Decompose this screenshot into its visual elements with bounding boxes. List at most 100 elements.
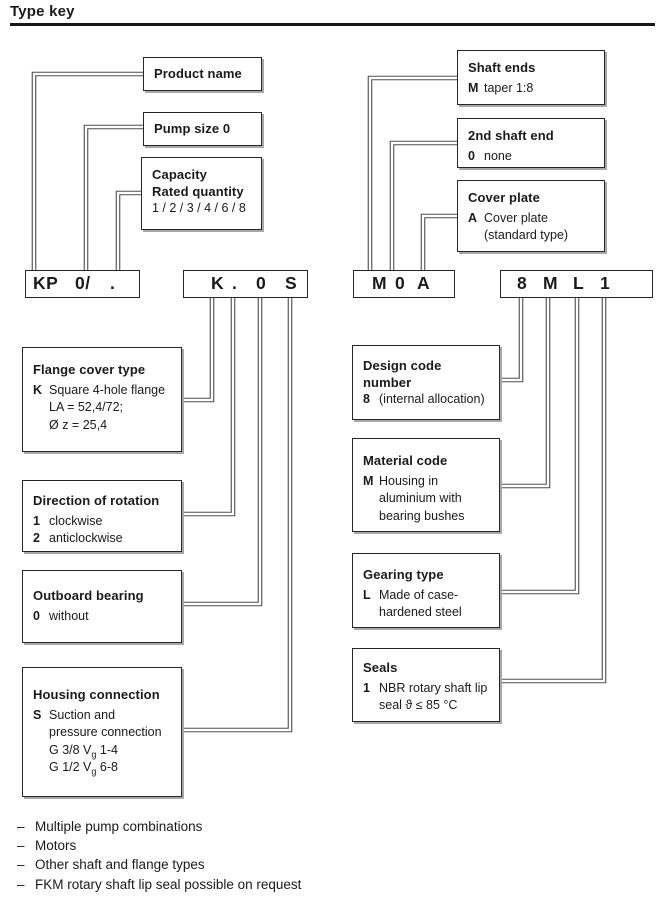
- code-letter: 1: [33, 513, 40, 528]
- box-product-name: Product name: [143, 57, 262, 91]
- code-seg-direction: .: [232, 273, 238, 293]
- connector-shaft-ends: [367, 75, 461, 276]
- code-letter: 1: [363, 680, 370, 695]
- note-item: –Multiple pump combinations: [17, 817, 301, 836]
- box-second-shaft-end-row: 0 none: [468, 148, 598, 166]
- code-desc: Cover plate: [484, 210, 548, 225]
- title-rule: [10, 23, 655, 26]
- connector-shaft-ends-inner: [368, 76, 461, 276]
- code-desc: none: [484, 148, 512, 163]
- box-pump-size-title: Pump size 0: [154, 120, 231, 136]
- connector-cover-plate-inner: [421, 214, 461, 276]
- code-box-kp: KP 0/ .: [25, 270, 140, 298]
- note-text: Motors: [35, 838, 77, 854]
- connector-gearing-type-inner: [496, 294, 579, 594]
- connector-outboard-bearing-inner: [178, 294, 262, 606]
- box-housing-row2: pressure connection: [49, 725, 162, 739]
- code-box-moa: M 0 A: [353, 270, 455, 298]
- code-letter: 0: [468, 148, 475, 163]
- box-housing-row4: G 1/2 Vg 6-8: [33, 759, 175, 777]
- code-desc: NBR rotary shaft lip: [379, 680, 488, 695]
- code-desc: clockwise: [49, 513, 103, 528]
- code-letter: M: [363, 473, 374, 488]
- note-text: Other shaft and flange types: [35, 857, 205, 873]
- note-item: –FKM rotary shaft lip seal possible on r…: [17, 875, 301, 894]
- box-cover-plate-title: Cover plate: [468, 190, 540, 205]
- code-desc: Suction and: [49, 707, 116, 722]
- box-product-name-title: Product name: [154, 65, 242, 81]
- box-capacity-title-line1: Capacity: [152, 167, 207, 182]
- code-seg-seals: 1: [600, 273, 611, 293]
- g-thread-range: 6-8: [96, 760, 118, 774]
- box-cover-plate-row2: (standard type): [484, 228, 569, 242]
- footnotes: –Multiple pump combinations –Motors –Oth…: [17, 817, 301, 894]
- box-seals-title: Seals: [363, 660, 398, 675]
- code-letter: L: [363, 587, 371, 602]
- box-design-row: 8(internal allocation): [363, 391, 493, 409]
- code-seg-second-shaft: 0: [395, 273, 406, 293]
- vg-subscript: g: [91, 766, 97, 777]
- note-item: –Other shaft and flange types: [17, 855, 301, 874]
- box-pump-size: Pump size 0: [143, 112, 262, 146]
- code-letter: M: [468, 80, 479, 95]
- box-capacity-values: 1 / 2 / 3 / 4 / 6 / 8: [152, 201, 246, 215]
- box-design-title-line2: number: [363, 374, 412, 390]
- connector-seals-inner: [496, 294, 606, 683]
- code-letter: 2: [33, 531, 40, 545]
- connector-flange-cover-type: [178, 294, 215, 403]
- g-thread-text: G 1/2 V: [49, 760, 92, 774]
- box-material-title: Material code: [363, 453, 448, 468]
- connector-capacity-inner: [116, 191, 147, 276]
- connector-second-shaft-end-inner: [390, 141, 461, 276]
- code-letter: 8: [363, 392, 370, 406]
- box-capacity: Capacity Rated quantity 1 / 2 / 3 / 4 / …: [141, 157, 262, 230]
- code-letter: 0: [33, 608, 40, 623]
- code-letter: A: [468, 210, 478, 225]
- box-flange-title: Flange cover type: [33, 362, 146, 377]
- connector-design-code-number-inner: [496, 294, 523, 382]
- box-second-shaft-end-title: 2nd shaft end: [468, 128, 554, 143]
- code-seg-material: M: [543, 273, 559, 293]
- box-seals: Seals 1 NBR rotary shaft lip seal ϑ ≤ 85 …: [352, 648, 500, 722]
- box-material-row3: bearing bushes: [379, 508, 465, 523]
- connector-second-shaft-end: [389, 140, 461, 276]
- note-text: FKM rotary shaft lip seal possible on re…: [35, 876, 302, 892]
- box-design-title-line1: Design code: [363, 358, 442, 373]
- connector-product-name: [31, 71, 147, 276]
- connector-direction-of-rotation-inner: [178, 294, 235, 516]
- code-seg-outboard: 0: [256, 273, 267, 293]
- code-seg-design: 8: [517, 273, 528, 293]
- box-design-code-number: Design code number 8(internal allocation…: [352, 345, 500, 420]
- vg-subscript: g: [91, 749, 97, 759]
- code-letter: S: [33, 707, 42, 722]
- code-seg-kp: KP: [33, 273, 59, 293]
- code-box-kos: K . 0 S: [183, 270, 308, 298]
- connector-outboard-bearing: [178, 294, 263, 607]
- box-seals-row2: seal ϑ ≤ 85 °C: [379, 698, 458, 712]
- g-thread-text: G 3/8 V: [49, 742, 92, 757]
- code-seg-cover-plate: A: [417, 273, 431, 293]
- box-flange-row3: Ø z = 25,4: [49, 417, 108, 432]
- connector-gearing-type: [496, 294, 580, 595]
- box-housing-row1: S Suction and: [33, 707, 175, 725]
- code-seg-housing: S: [285, 273, 298, 293]
- code-desc: Square 4-hole flange: [49, 382, 166, 397]
- box-material-row2: aluminium with: [379, 491, 462, 505]
- dash-bullet: –: [17, 819, 25, 834]
- code-seg-gearing: L: [573, 273, 585, 293]
- box-gearing-title: Gearing type: [363, 567, 444, 582]
- connector-product-name-inner: [32, 72, 147, 276]
- box-capacity-title-line2: Rated quantity: [152, 183, 244, 199]
- box-housing-row3: G 3/8 Vg 1-4: [33, 742, 175, 760]
